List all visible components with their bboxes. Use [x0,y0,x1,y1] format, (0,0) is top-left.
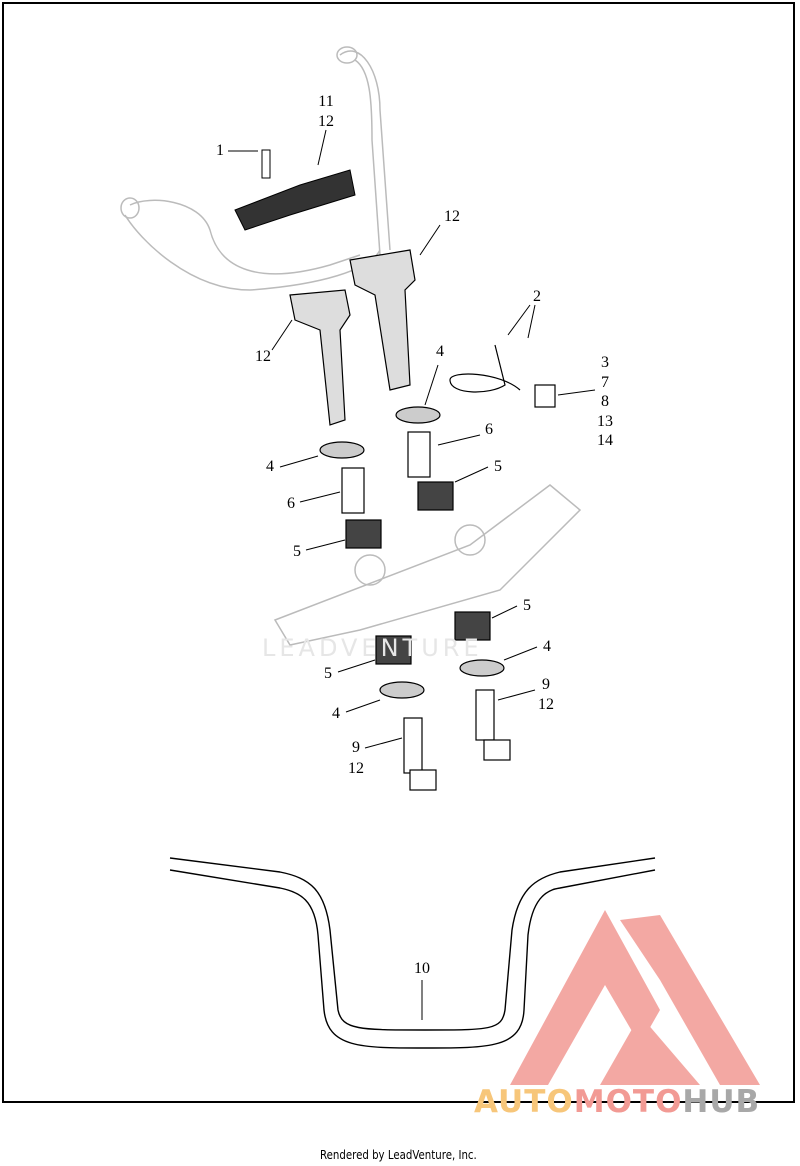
callout-1: 1 [216,142,224,159]
callout-3: 3 [601,354,609,371]
callout-9: 9 [352,739,360,756]
upper-parts [319,406,454,549]
callout-6: 6 [485,421,493,438]
callout-4: 4 [436,343,444,360]
callout-12: 12 [444,208,460,225]
callout-13: 13 [597,413,613,430]
callout-4: 4 [543,638,551,655]
callout-12: 12 [538,696,554,713]
handlebar [169,857,656,1049]
callout-10: 10 [414,960,430,977]
callout-12: 12 [255,348,271,365]
ghost-handlebar [120,46,391,291]
automotohub-watermark: AUTOMOTOHUB [474,1084,760,1120]
callout-11: 11 [318,93,334,110]
callout-14: 14 [597,432,613,449]
automotohub-logo [510,910,760,1085]
ghost-triple-tree [273,484,582,646]
lower-parts [375,611,511,791]
footer-credit: Rendered by LeadVenture, Inc. [320,1148,477,1162]
callout-4: 4 [266,458,274,475]
leadventure-watermark: LEADVENTURE [262,634,483,662]
callout-4: 4 [332,705,340,722]
callout-12: 12 [348,760,364,777]
callout-9: 9 [542,676,550,693]
leader-lines [228,129,596,1020]
callout-7: 7 [601,374,609,391]
diagram-frame [2,2,795,1103]
ground-wire [449,344,556,408]
top-clamp [234,149,356,231]
callout-5: 5 [324,665,332,682]
callout-5: 5 [494,458,502,475]
callout-6: 6 [287,495,295,512]
brand-auto: AUTO [474,1084,574,1120]
riser-left [289,289,351,426]
brand-moto: MOTO [573,1084,683,1120]
callout-12: 12 [318,113,334,130]
callout-5: 5 [293,543,301,560]
brand-hub: HUB [682,1084,761,1120]
callout-2: 2 [533,288,541,305]
callout-8: 8 [601,393,609,410]
riser-right [349,249,416,391]
callout-5: 5 [523,597,531,614]
